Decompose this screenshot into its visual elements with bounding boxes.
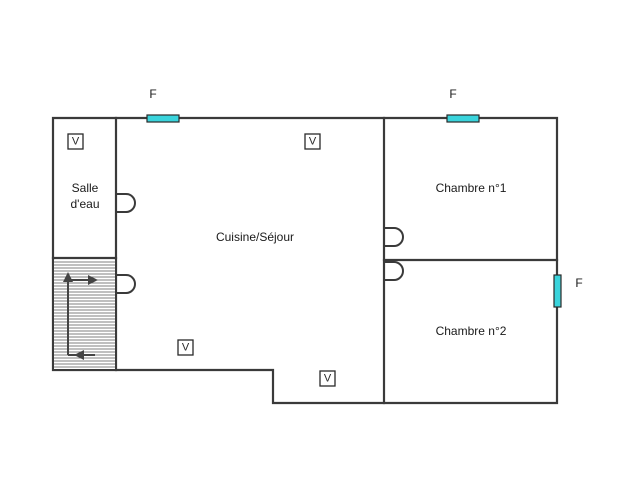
room-label-bathroom-2: d'eau xyxy=(71,197,100,211)
exterior-walls xyxy=(51,116,559,405)
window-icon xyxy=(553,274,562,308)
vent-label: V xyxy=(309,136,317,148)
vent-icon: V xyxy=(177,339,194,356)
window-label: F xyxy=(449,87,456,101)
window-label: F xyxy=(575,276,582,290)
windows xyxy=(146,114,562,308)
room-label-bedroom-2: Chambre n°2 xyxy=(436,324,507,338)
vent-label: V xyxy=(324,373,332,385)
door-swing-icon xyxy=(116,274,136,294)
window-label: F xyxy=(149,87,156,101)
window-icon xyxy=(146,114,180,123)
vent-icon: V xyxy=(304,133,321,150)
door-swing-icon xyxy=(116,193,136,213)
interior-walls xyxy=(51,116,559,405)
door-swing-icon xyxy=(384,227,404,247)
vent-label: V xyxy=(182,342,190,354)
vent-icon: V xyxy=(319,370,336,387)
room-label-bathroom: Salle xyxy=(72,181,99,195)
vent-label: V xyxy=(72,136,80,148)
room-label-bedroom-1: Chambre n°1 xyxy=(436,181,507,195)
room-label-living: Cuisine/Séjour xyxy=(216,230,294,244)
staircase-icon xyxy=(54,260,115,369)
window-icon xyxy=(446,114,480,123)
doors xyxy=(116,193,404,294)
vent-icon: V xyxy=(67,133,84,150)
door-swing-icon xyxy=(384,261,404,281)
